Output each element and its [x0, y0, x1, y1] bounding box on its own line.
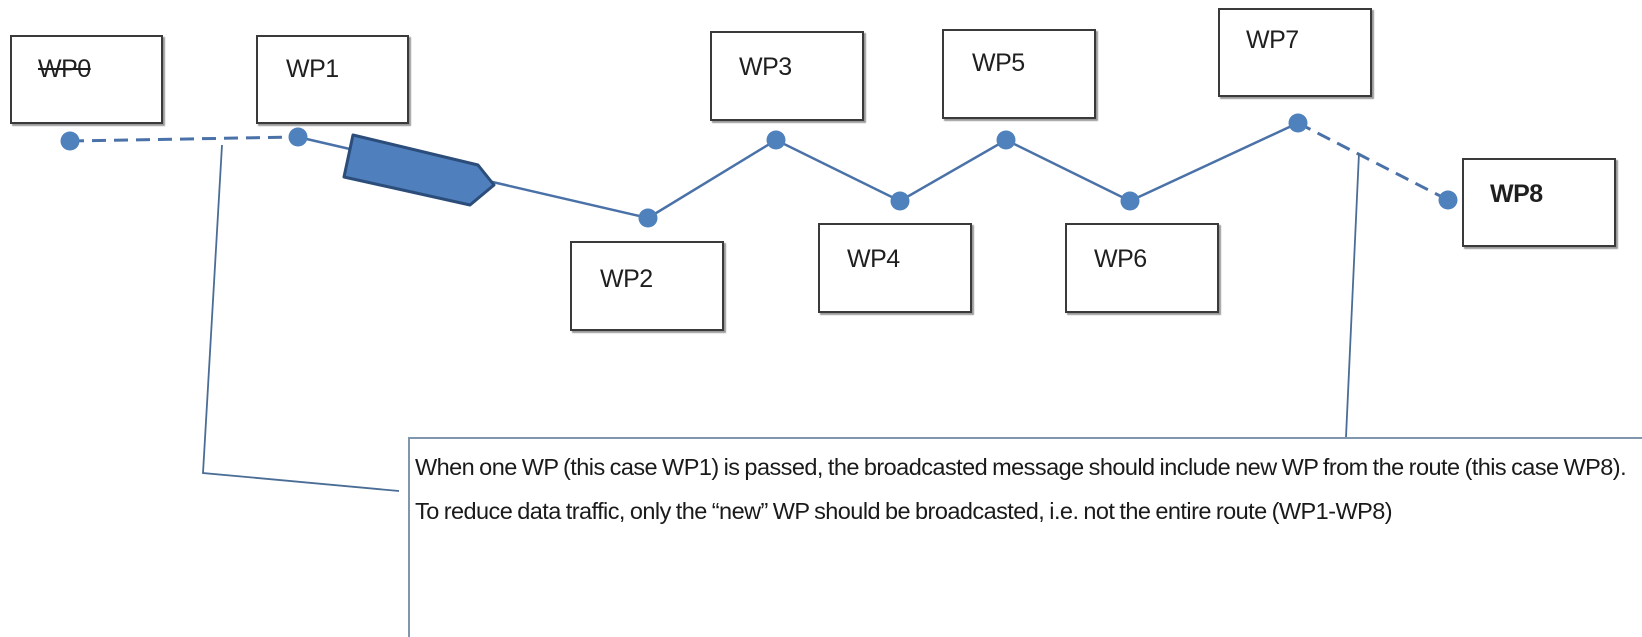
waypoint-box-wp7: WP7: [1218, 8, 1372, 97]
waypoint-dot-wp1: [288, 127, 308, 147]
callout-text: When one WP (this case WP1) is passed, t…: [415, 454, 1627, 524]
callout-connector-right: [1345, 152, 1360, 438]
callout-box: When one WP (this case WP1) is passed, t…: [408, 437, 1642, 637]
waypoint-dot-wp0: [60, 131, 80, 151]
waypoint-box-wp1: WP1: [256, 35, 409, 124]
waypoint-dot-wp6: [1120, 191, 1140, 211]
waypoint-dot-wp3: [766, 130, 786, 150]
waypoint-box-wp5: WP5: [942, 29, 1096, 119]
waypoint-box-wp3: WP3: [710, 31, 864, 121]
waypoint-label-wp8: WP8: [1490, 180, 1543, 208]
waypoint-box-wp0: WP0: [10, 35, 163, 124]
callout-connector-left: [202, 144, 400, 492]
waypoint-box-wp4: WP4: [818, 223, 972, 313]
waypoint-label-wp6: WP6: [1094, 245, 1147, 273]
waypoint-dot-wp7: [1288, 113, 1308, 133]
waypoint-label-wp1: WP1: [286, 55, 339, 83]
waypoint-label-wp7: WP7: [1246, 26, 1299, 54]
waypoint-dot-wp4: [890, 191, 910, 211]
waypoint-label-wp4: WP4: [847, 245, 900, 273]
waypoint-label-wp2: WP2: [600, 265, 653, 293]
route-leg-wp7-wp8: [1297, 121, 1449, 202]
waypoint-label-wp3: WP3: [739, 53, 792, 81]
waypoint-dot-wp5: [996, 130, 1016, 150]
waypoint-box-wp6: WP6: [1065, 223, 1219, 313]
waypoint-box-wp8: WP8: [1462, 158, 1616, 247]
vessel-icon: [342, 133, 496, 207]
waypoint-dot-wp8: [1438, 190, 1458, 210]
waypoint-box-wp2: WP2: [570, 241, 724, 331]
waypoint-label-wp5: WP5: [972, 49, 1025, 77]
waypoint-label-wp0: WP0: [38, 55, 91, 83]
route-leg-wp0-wp1: [69, 135, 299, 143]
waypoint-dot-wp2: [638, 208, 658, 228]
